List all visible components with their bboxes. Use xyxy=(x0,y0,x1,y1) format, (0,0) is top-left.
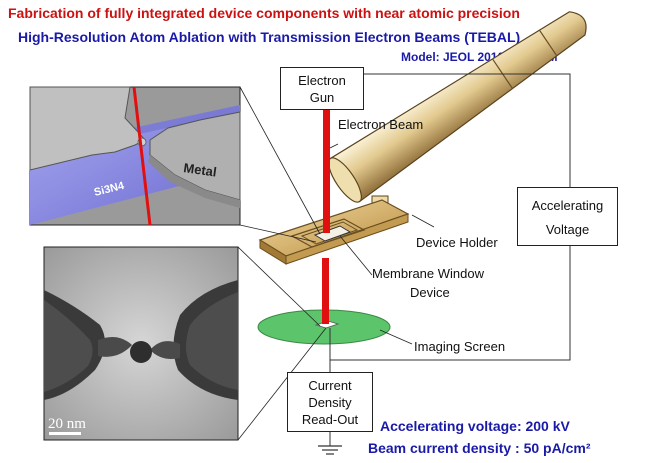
device-holder-plate xyxy=(258,199,410,265)
current-density-label-1: Current xyxy=(308,378,352,393)
device-holder-label: Device Holder xyxy=(416,235,498,250)
current-density-box: Current Density Read-Out xyxy=(287,372,373,432)
electron-beam-upper xyxy=(323,110,330,233)
scale-bar-label: 20 nm xyxy=(48,416,86,432)
accelerating-voltage-label-2: Voltage xyxy=(545,222,590,237)
subtitle: High-Resolution Atom Ablation with Trans… xyxy=(18,29,521,45)
accelerating-voltage-box: Accelerating Voltage xyxy=(517,187,618,246)
electron-beam-lower xyxy=(322,258,329,324)
electron-beam-label: Electron Beam xyxy=(338,117,424,132)
scale-bar xyxy=(49,432,81,435)
electron-gun-box: Electron Gun xyxy=(280,67,364,110)
imaging-screen-label: Imaging Screen xyxy=(414,339,506,354)
main-title: Fabrication of fully integrated device c… xyxy=(8,5,520,21)
current-density-label-3: Read-Out xyxy=(301,412,359,427)
current-density-spec: Beam current density : 50 pA/cm² xyxy=(368,440,591,456)
membrane-window-label-1: Membrane Window xyxy=(372,266,484,281)
voltage-spec: Accelerating voltage: 200 kV xyxy=(380,418,570,434)
electron-gun-label-2: Gun xyxy=(309,90,335,105)
current-density-label-2: Density xyxy=(308,395,352,410)
accelerating-voltage-label-1: Accelerating xyxy=(531,198,604,213)
electron-gun-label-1: Electron xyxy=(298,73,346,88)
holder-rod xyxy=(328,11,587,203)
metal-label: Metal xyxy=(183,160,218,179)
tem-micrograph-inset: 20 nm xyxy=(43,246,239,441)
device-render-inset: Si3N4 Metal xyxy=(29,86,241,226)
membrane-window-label-2: Device xyxy=(410,285,450,300)
